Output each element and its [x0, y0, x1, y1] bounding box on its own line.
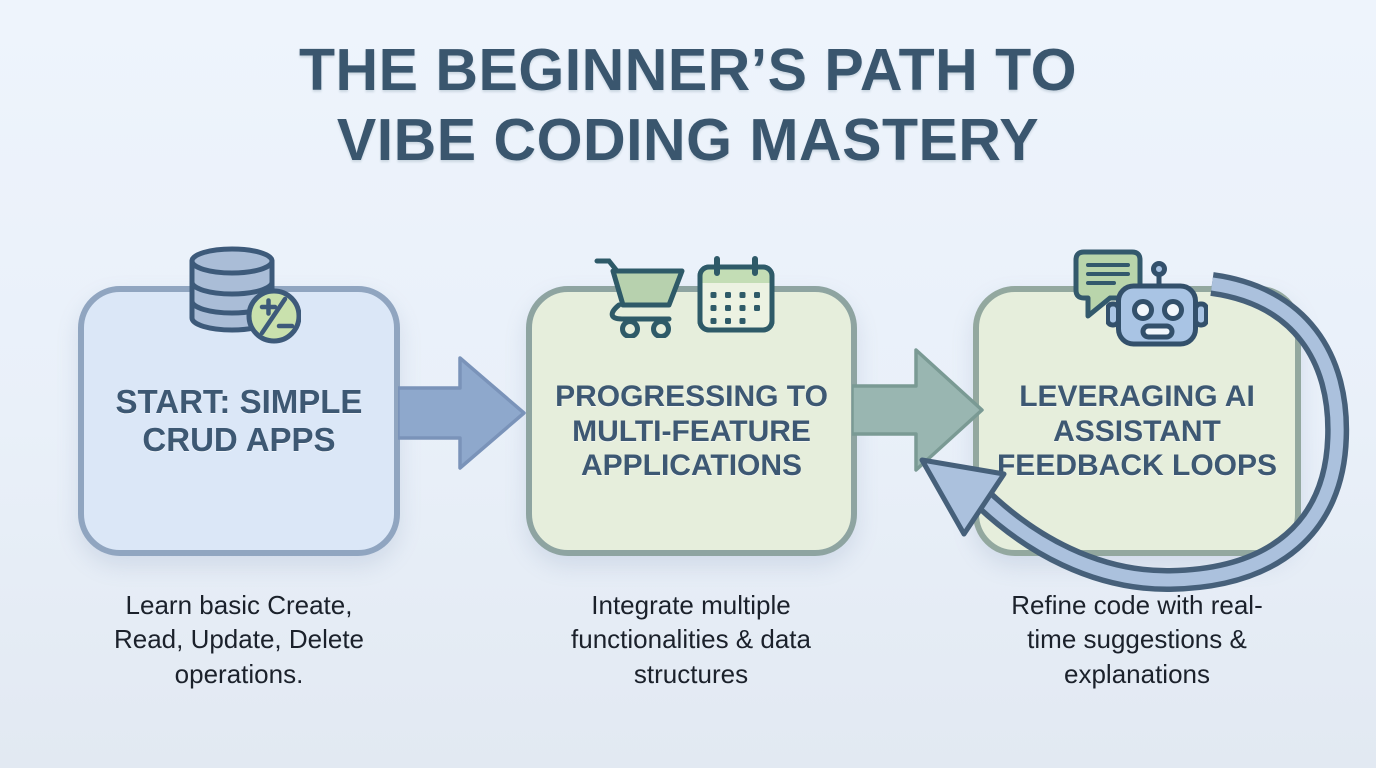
- database-icon: [189, 246, 301, 344]
- step-description-crud: Learn basic Create, Read, Update, Delete…: [113, 590, 365, 689]
- arrow-step2-to-step3: [852, 348, 984, 472]
- robot-eye-left: [1132, 299, 1154, 321]
- shopping-cart-icon: [594, 258, 685, 338]
- step-description-multi-feature: Integrate multiple functionalities & dat…: [571, 590, 811, 689]
- robot-eye-right: [1162, 299, 1184, 321]
- step-heading-crud: START: SIMPLE CRUD APPS: [115, 382, 363, 458]
- chat-bubble-icon: [1073, 249, 1143, 319]
- step-heading-multi-feature: PROGRESSING TO MULTI-FEATURE APPLICATION…: [555, 379, 828, 483]
- title-line-2: VIBE CODING MASTERY: [336, 106, 1040, 173]
- feedback-loop-arrow: [919, 272, 1350, 593]
- step-description-ai-feedback: Refine code with real-time suggestions &…: [1011, 590, 1263, 689]
- step-heading-ai-feedback: LEVERAGING AI ASSISTANT FEEDBACK LOOPS: [996, 379, 1278, 483]
- calendar-grid-dots: [710, 292, 760, 324]
- calendar-icon: [697, 256, 775, 333]
- step-box-multi-feature: PROGRESSING TO MULTI-FEATURE APPLICATION…: [526, 286, 857, 556]
- arrow-step1-to-step2: [398, 356, 526, 470]
- plus-minus-badge-icon: [246, 288, 301, 344]
- robot-mouth: [1140, 323, 1175, 340]
- robot-icon: [1106, 261, 1208, 347]
- feedback-loop-arrowhead: [919, 457, 1007, 537]
- title-line-1: THE BEGINNER’S PATH TO: [298, 37, 1078, 103]
